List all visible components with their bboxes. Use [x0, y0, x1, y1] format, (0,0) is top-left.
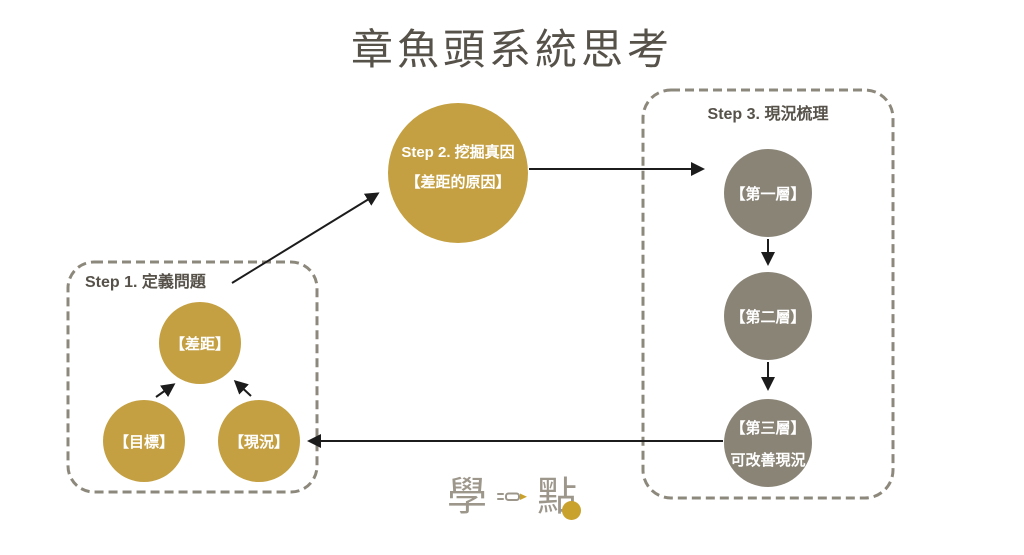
step3-circle-layer3: 【第三層】 可改善現況	[724, 399, 812, 487]
gap-label: 【差距】	[169, 335, 230, 353]
pencil-icon	[497, 492, 527, 501]
page-title: 章魚頭系統思考	[350, 26, 673, 73]
step1-box-label: Step 1. 定義問題	[85, 274, 206, 291]
step3-circle-layer1: 【第一層】	[724, 149, 812, 237]
goal-label: 【目標】	[113, 433, 174, 451]
arrow-current-to-gap	[233, 379, 252, 397]
logo-char-dian: 點	[537, 477, 581, 520]
logo-char-xue: 學	[447, 475, 487, 519]
arrow-step1-to-step2	[231, 192, 380, 284]
layer3-sublabel: 可改善現況	[730, 451, 806, 469]
step3-circle-layer2: 【第二層】	[724, 272, 812, 360]
layer2-label: 【第二層】	[730, 308, 806, 326]
step2-circle: Step 2. 挖掘真因 【差距的原因】	[388, 103, 528, 243]
logo-gold-dot	[562, 501, 581, 520]
current-label: 【現況】	[228, 433, 289, 451]
brand-logo: 學 點	[447, 475, 581, 520]
step2-line2: 【差距的原因】	[405, 173, 511, 191]
step1-circle-current: 【現況】	[218, 400, 300, 482]
layer3-label: 【第三層】	[730, 419, 806, 437]
step3-box-label: Step 3. 現況梳理	[707, 106, 829, 123]
step1-circle-gap: 【差距】	[159, 302, 241, 384]
step2-line1: Step 2. 挖掘真因	[401, 143, 515, 161]
step1-circle-goal: 【目標】	[103, 400, 185, 482]
layer1-label: 【第一層】	[730, 185, 806, 203]
arrow-goal-to-gap	[155, 383, 176, 398]
